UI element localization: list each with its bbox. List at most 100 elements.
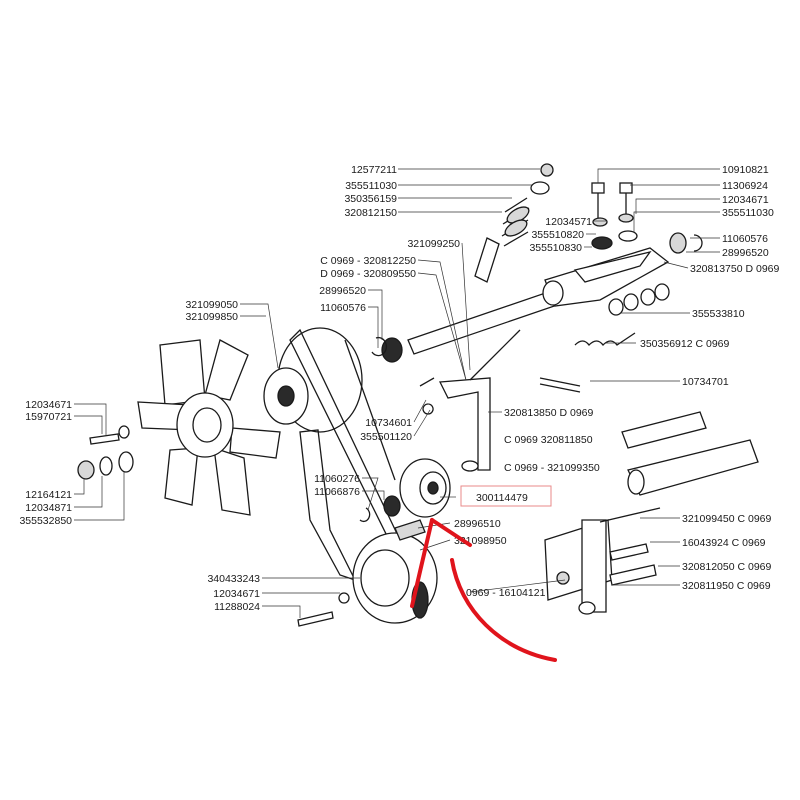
washer-12034671-lower bbox=[338, 592, 350, 604]
bolt-head-1 bbox=[591, 182, 605, 194]
nut-1 bbox=[591, 236, 613, 250]
idler-pulley bbox=[359, 458, 451, 523]
spring-pin-assembly bbox=[474, 163, 554, 283]
label-16043924: 16043924 C 0969 bbox=[682, 537, 766, 549]
label-350356912: 350356912 C 0969 bbox=[640, 338, 729, 350]
idler-pulley-bore bbox=[427, 481, 439, 495]
label-321099250: 321099250 bbox=[407, 238, 460, 250]
label-321099050: 321099050 bbox=[185, 299, 238, 311]
circlip-part bbox=[693, 234, 703, 252]
label-12034671-b: 12034671 bbox=[25, 399, 72, 411]
nut-2 bbox=[618, 230, 638, 242]
circlip-left bbox=[371, 336, 388, 357]
spring-coil-2 bbox=[504, 219, 528, 237]
label-28996520-b: 28996520 bbox=[319, 285, 366, 297]
label-11060276: 11060276 bbox=[314, 473, 360, 485]
lever-arm-part bbox=[438, 377, 491, 471]
right-springs bbox=[539, 332, 636, 393]
housing-end bbox=[542, 280, 564, 306]
label-355510820: 355510820 bbox=[531, 229, 584, 241]
washer-left bbox=[118, 425, 130, 439]
label-10734701: 10734701 bbox=[682, 376, 729, 388]
lower-pulley-inner bbox=[360, 549, 410, 607]
belt-guard-28996510 bbox=[394, 519, 426, 541]
label-355511030-a: 355511030 bbox=[345, 180, 397, 192]
washer-part bbox=[530, 181, 550, 195]
fan-hub-center bbox=[192, 407, 222, 443]
red-arrow-curve bbox=[450, 558, 557, 662]
lever-rod bbox=[469, 329, 521, 381]
label-321099350: C 0969 - 321099350 bbox=[504, 462, 600, 474]
pivot-bush bbox=[461, 460, 479, 472]
label-320812250: C 0969 - 320812250 bbox=[320, 255, 416, 267]
label-355511030-b: 355511030 bbox=[722, 207, 774, 219]
plate-bracket-part bbox=[621, 411, 707, 449]
bracket-320812050 bbox=[609, 564, 657, 586]
main-shaft bbox=[371, 247, 670, 363]
label-321099850: 321099850 bbox=[185, 311, 238, 323]
label-16104121: 0969 - 16104121 bbox=[466, 587, 546, 599]
fan-blade-right bbox=[229, 427, 281, 459]
red-arrow-annotation bbox=[410, 518, 557, 662]
label-321099450: 321099450 C 0969 bbox=[682, 513, 771, 525]
tube-bracket-part bbox=[627, 439, 759, 496]
label-12034671-a: 12034671 bbox=[722, 194, 769, 206]
label-11066876: 11066876 bbox=[314, 486, 360, 498]
label-28996520-a: 28996520 bbox=[722, 247, 769, 259]
red-arrow-head-left bbox=[410, 518, 434, 608]
bearing-washer bbox=[381, 337, 403, 363]
washer-12034871 bbox=[99, 456, 113, 476]
spacer-355532850 bbox=[118, 451, 134, 473]
part-labels: 12577211 355511030 350356159 320812150 1… bbox=[19, 164, 779, 613]
fan-blade-top-right bbox=[204, 339, 249, 401]
bearing-part bbox=[669, 232, 687, 254]
label-12164121: 12164121 bbox=[25, 489, 72, 501]
bolt-12034671-15970721 bbox=[89, 433, 120, 445]
label-350356159: 350356159 bbox=[344, 193, 397, 205]
label-15970721: 15970721 bbox=[25, 411, 72, 423]
belt-outer bbox=[299, 429, 357, 582]
circlip-11060276 bbox=[359, 507, 371, 523]
label-320812050: 320812050 C 0969 bbox=[682, 561, 771, 573]
label-12034871: 12034871 bbox=[25, 502, 72, 514]
right-brackets bbox=[544, 411, 759, 615]
label-12034671-c: 12034671 bbox=[213, 588, 260, 600]
support-post-part bbox=[581, 519, 607, 613]
adjust-rod bbox=[599, 507, 661, 523]
pin-part bbox=[474, 237, 500, 283]
bolt-11288024 bbox=[297, 611, 334, 627]
cap-nut-part bbox=[540, 163, 554, 177]
ring-2 bbox=[623, 293, 639, 311]
ring-4 bbox=[654, 283, 670, 301]
label-10734601: 10734601 bbox=[365, 417, 412, 429]
label-11306924: 11306924 bbox=[722, 180, 768, 192]
bearing-11066876 bbox=[383, 495, 401, 517]
label-355510830: 355510830 bbox=[529, 242, 582, 254]
tube-end bbox=[627, 469, 645, 495]
label-11060576-a: 11060576 bbox=[722, 233, 768, 245]
label-355533810: 355533810 bbox=[692, 308, 745, 320]
post-foot bbox=[578, 601, 596, 615]
bolt-16043924 bbox=[609, 543, 649, 561]
lower-pulley bbox=[297, 519, 438, 627]
label-355532850: 355532850 bbox=[19, 515, 72, 527]
label-10910821: 10910821 bbox=[722, 164, 769, 176]
left-fasteners bbox=[77, 425, 134, 480]
belt-upper-run bbox=[344, 339, 396, 481]
ring-1 bbox=[608, 298, 624, 316]
top-right-fasteners bbox=[591, 182, 703, 254]
bolt-head-2 bbox=[619, 182, 633, 194]
torsion-spring-part bbox=[574, 332, 636, 346]
upper-pulley-bore bbox=[277, 385, 295, 407]
tension-lever bbox=[419, 329, 521, 472]
red-arrow-head-right bbox=[430, 518, 472, 547]
fan-blade-bottom-left bbox=[164, 447, 199, 506]
label-320813750: 320813750 D 0969 bbox=[690, 263, 779, 275]
label-320811950: 320811950 C 0969 bbox=[682, 580, 771, 592]
label-340433243: 340433243 bbox=[207, 573, 260, 585]
clip-pin-part bbox=[419, 377, 435, 415]
split-pin-2 bbox=[539, 383, 581, 393]
label-320809550: D 0969 - 320809550 bbox=[320, 268, 416, 280]
nut-16104121 bbox=[556, 571, 570, 585]
upper-pulley bbox=[263, 327, 363, 433]
